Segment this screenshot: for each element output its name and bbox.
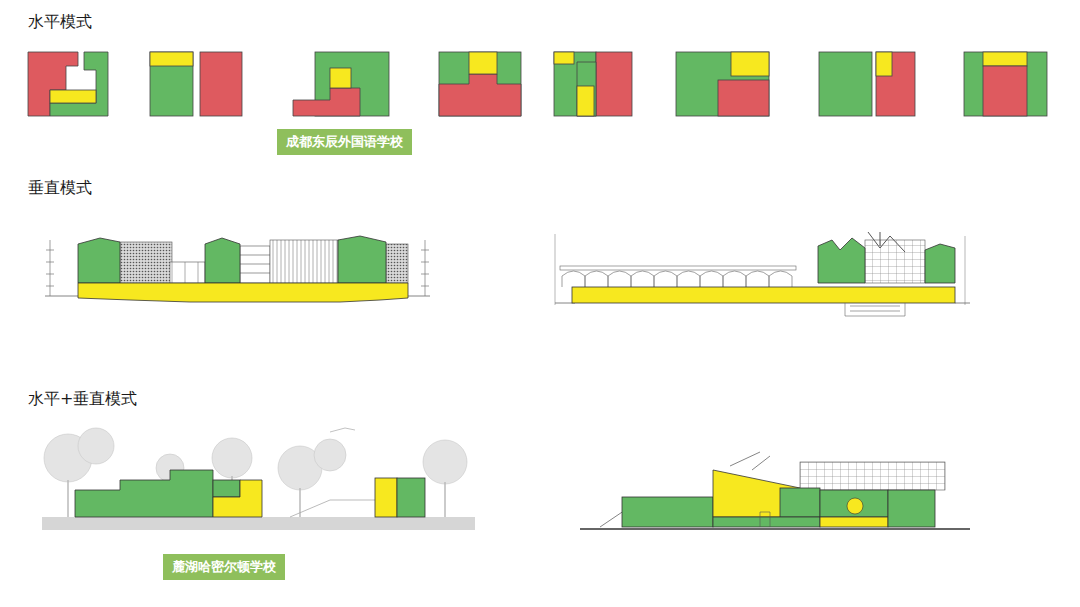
vertical-section bbox=[45, 236, 430, 302]
section-heading: 垂直模式 bbox=[28, 178, 92, 197]
section-building bbox=[580, 452, 970, 529]
vertical-section bbox=[555, 232, 970, 316]
school-name: 麓湖哈密尔顿学校 bbox=[172, 559, 276, 575]
section-with-trees bbox=[42, 428, 475, 530]
school-name: 成都东辰外国语学校 bbox=[286, 134, 403, 150]
section-heading: 水平模式 bbox=[28, 12, 92, 31]
school-tag: 成都东辰外国语学校 bbox=[277, 129, 412, 155]
school-tag: 麓湖哈密尔顿学校 bbox=[163, 554, 285, 580]
section-heading: 水平+垂直模式 bbox=[28, 389, 137, 408]
horizontal-plans bbox=[28, 52, 1047, 116]
